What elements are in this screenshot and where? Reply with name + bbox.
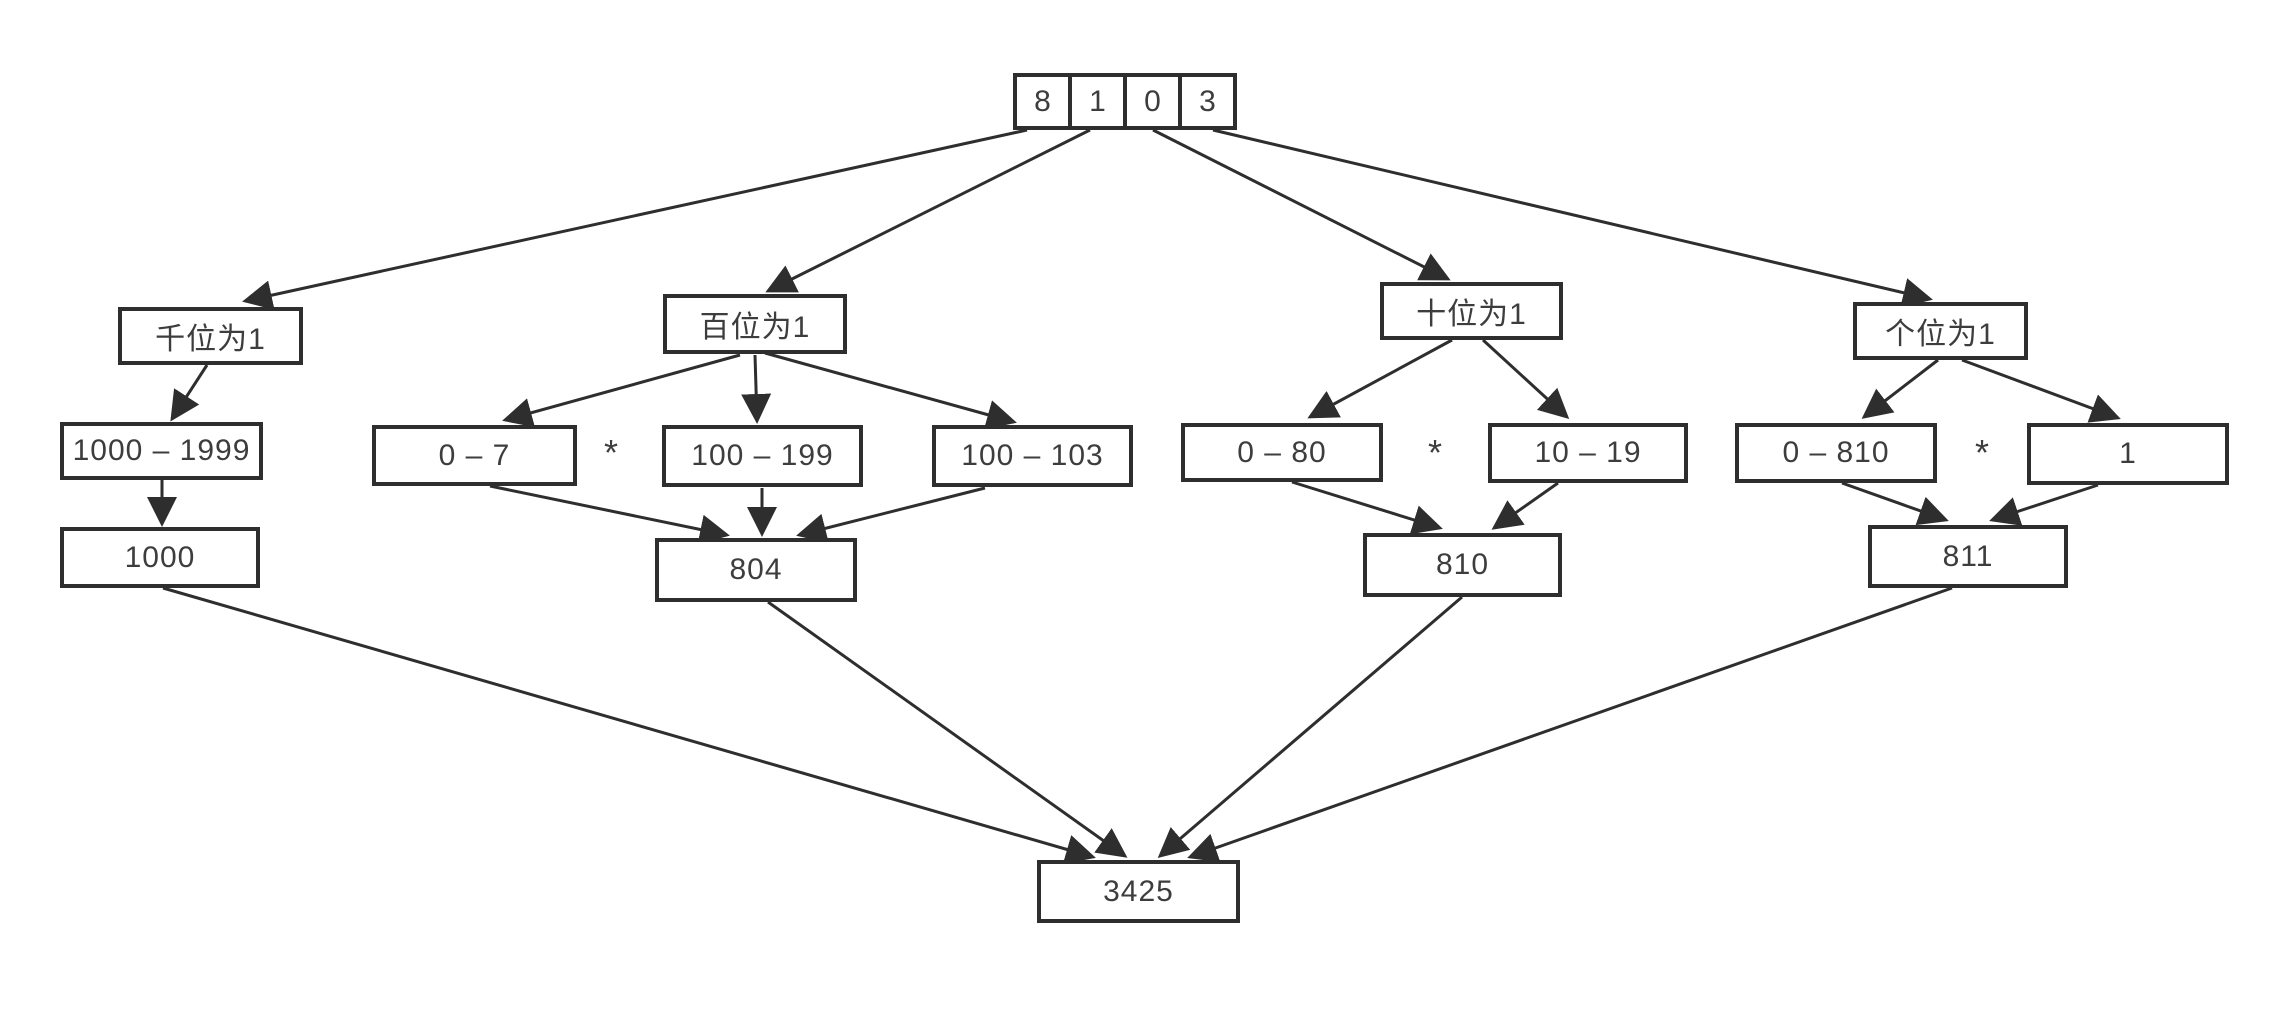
node-label: 0 – 80 <box>1237 435 1327 469</box>
node-label: 千位为1 <box>155 323 266 356</box>
node-label: 十位为1 <box>1416 298 1527 331</box>
node-hundreds-header: 百位为1 <box>663 294 847 354</box>
node-label: 804 <box>729 553 783 586</box>
edge-hundreds-to-right <box>741 354 772 424</box>
node-hundreds-result: 804 <box>655 538 857 602</box>
node-hundreds-extra-range: 100 – 103 <box>932 425 1133 487</box>
node-tens-result: 810 <box>1363 533 1562 597</box>
digit-cell: 8 <box>1034 84 1051 118</box>
node-hundreds-right-range: 100 – 199 <box>662 425 863 487</box>
edge-root-to-units <box>1212 128 1933 308</box>
node-units-left-range: 0 – 810 <box>1735 423 1937 483</box>
node-label: 810 <box>1435 548 1490 581</box>
node-label: 3425 <box>1103 874 1174 908</box>
edge-left-to-810 <box>1291 480 1443 535</box>
edge-root-to-hundreds <box>765 128 1091 293</box>
edge-804-to-total <box>767 600 1128 858</box>
edge-units-to-left <box>1861 358 1939 419</box>
node-label: 0 – 810 <box>1782 436 1890 469</box>
edge-left-to-804 <box>489 484 730 545</box>
node-thousands-range: 1000 – 1999 <box>60 422 263 480</box>
edge-root-to-tens <box>1152 128 1451 281</box>
edge-1000-to-total <box>162 586 1096 864</box>
node-units-header: 个位为1 <box>1853 302 2028 360</box>
node-thousands-result: 1000 <box>60 527 260 588</box>
node-total: 3425 <box>1037 860 1240 923</box>
node-label: 100 – 199 <box>691 439 834 472</box>
node-label: 百位为1 <box>699 311 811 344</box>
digit-cell: 1 <box>1068 77 1123 126</box>
node-label: 10 – 19 <box>1534 436 1642 469</box>
multiply-symbol: * <box>1427 432 1443 473</box>
edge-units-to-right <box>1961 358 2121 423</box>
multiply-symbol: * <box>603 432 619 473</box>
edge-tens-to-right <box>1481 338 1570 420</box>
multiply-symbol: * <box>1974 432 1990 473</box>
edge-811-to-total <box>1187 586 1953 863</box>
node-units-right-range: 1 <box>2027 423 2229 485</box>
node-label: 1000 <box>124 540 196 574</box>
edge-right-to-811 <box>1989 483 2099 526</box>
edge-thousands-to-range <box>170 364 209 422</box>
node-tens-left-range: 0 – 80 <box>1181 423 1383 482</box>
node-thousands-header: 千位为1 <box>118 307 303 365</box>
edge-hundreds-to-left <box>502 353 741 428</box>
node-label: 个位为1 <box>1885 318 1996 351</box>
node-tens-right-range: 10 – 19 <box>1488 423 1688 483</box>
root-number-cells: 8 1 0 3 <box>1013 73 1237 130</box>
node-label: 1 <box>2119 437 2137 470</box>
node-label: 1000 – 1999 <box>72 434 251 467</box>
edge-810-to-total <box>1157 595 1463 858</box>
node-label: 0 – 7 <box>438 438 511 472</box>
node-tens-header: 十位为1 <box>1380 282 1563 340</box>
edge-right-to-810 <box>1491 481 1559 530</box>
edge-root-to-thousands <box>242 128 1028 310</box>
digit-cell: 0 <box>1123 77 1178 126</box>
node-label: 100 – 103 <box>961 439 1104 472</box>
edge-hundreds-to-extra <box>764 351 1017 430</box>
edge-extra-to-804 <box>796 486 986 543</box>
node-hundreds-left-range: 0 – 7 <box>372 425 577 486</box>
node-label: 811 <box>1942 539 1994 573</box>
digit-cell: 3 <box>1178 77 1233 126</box>
node-units-result: 811 <box>1868 525 2068 588</box>
edge-tens-to-left <box>1307 338 1453 419</box>
edge-left-to-811 <box>1841 481 1949 526</box>
